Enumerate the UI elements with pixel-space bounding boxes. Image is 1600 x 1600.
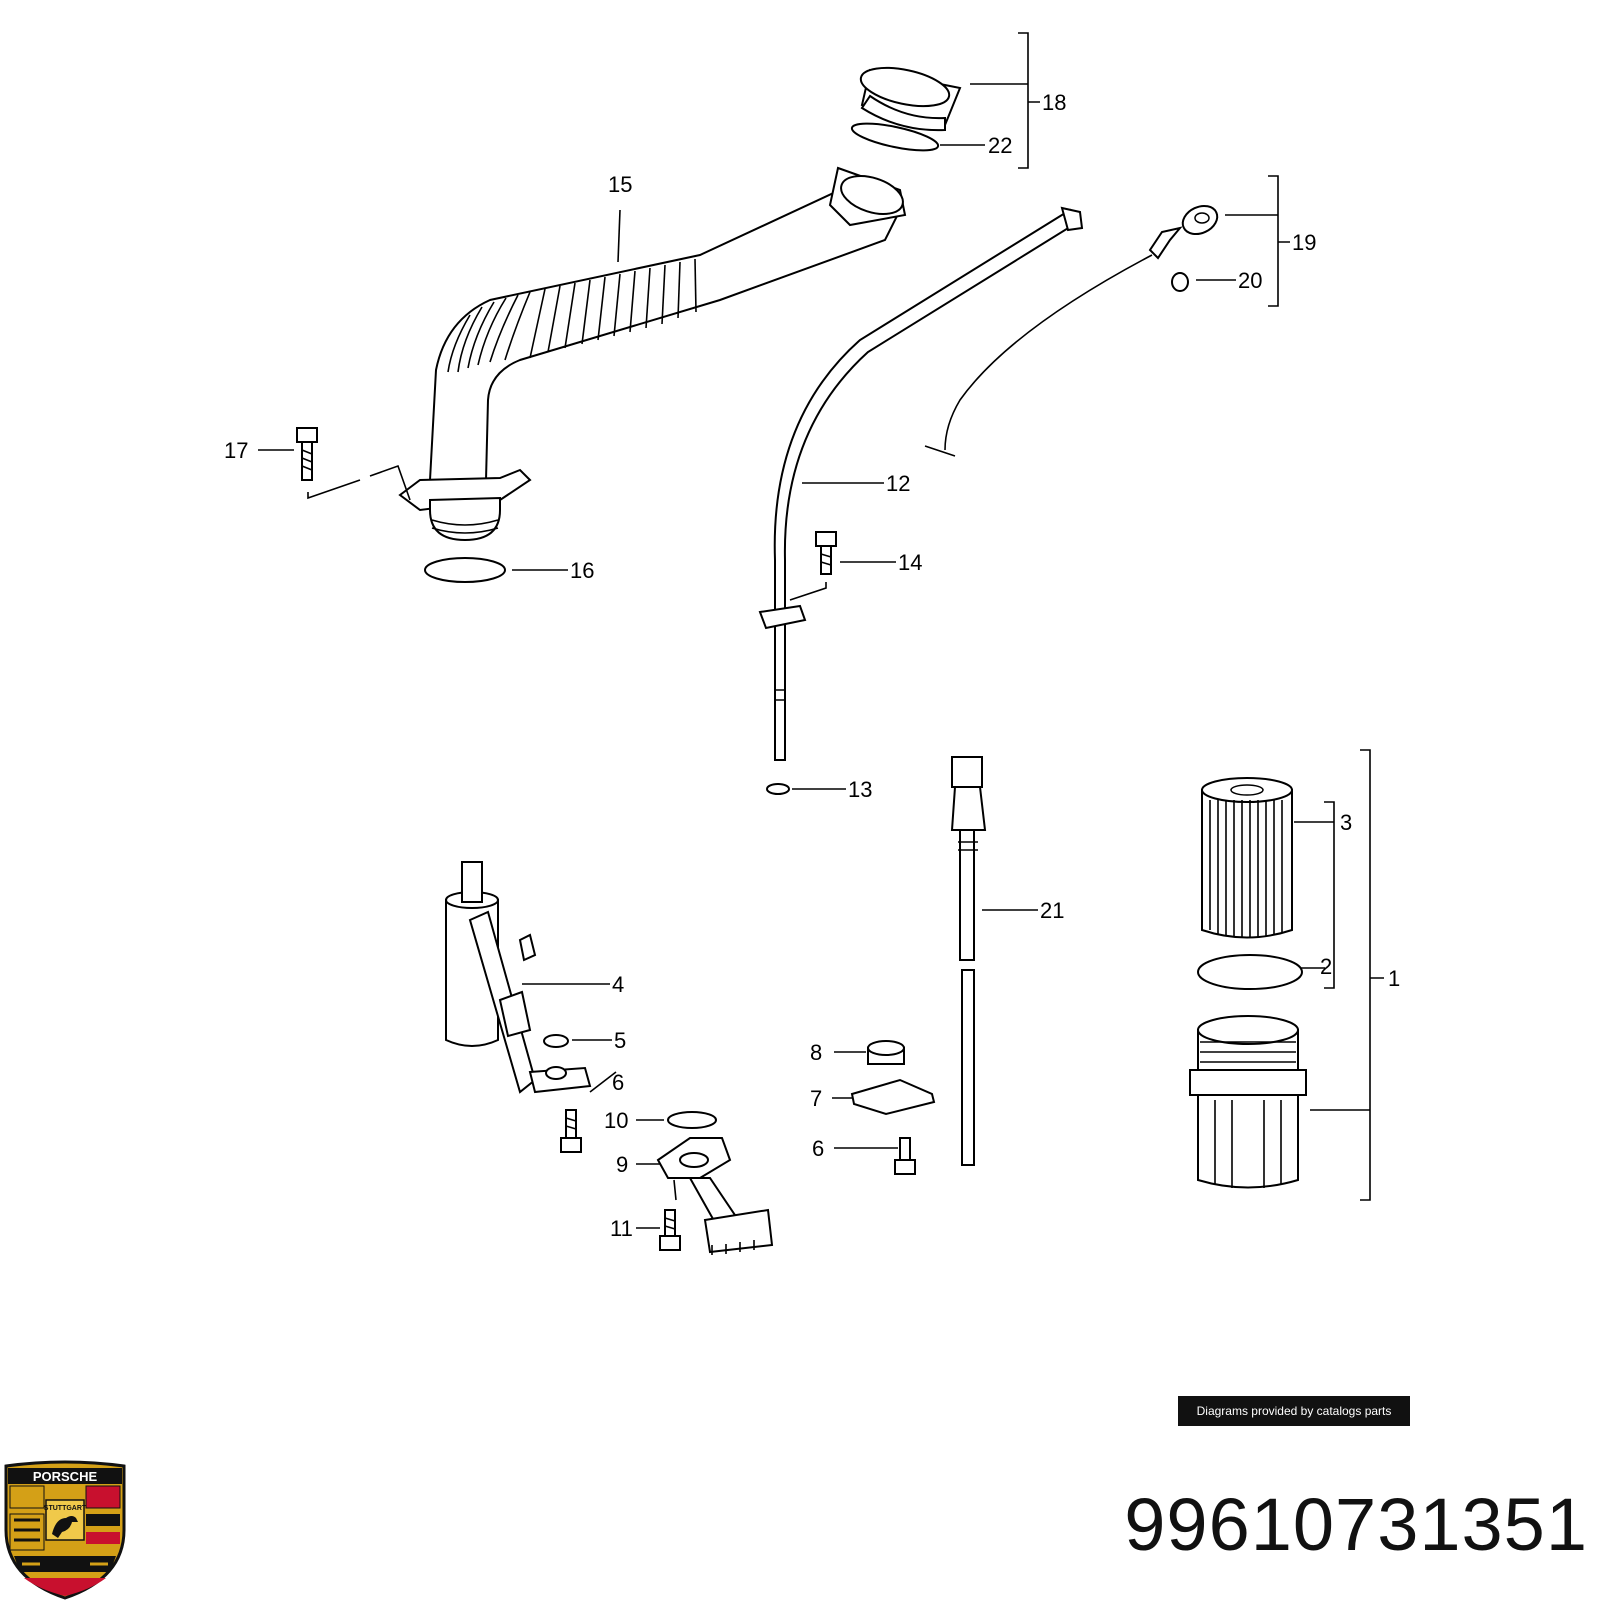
bolt-14 (815, 531, 837, 575)
washer-5 (543, 1034, 569, 1048)
filter-gasket (1197, 954, 1303, 990)
tube-seal (424, 557, 506, 583)
oil-pipe-assembly (445, 861, 592, 1094)
callout-8: 8 (810, 1040, 822, 1065)
callout-12: 12 (886, 471, 910, 496)
callout-15: 15 (608, 172, 632, 197)
filler-cap (859, 66, 962, 132)
callout-7: 7 (810, 1086, 822, 1111)
callout-6b: 6 (812, 1136, 824, 1161)
part-number: 99610731351 (1124, 1483, 1588, 1566)
callout-21: 21 (1040, 898, 1064, 923)
callout-6a: 6 (612, 1070, 624, 1095)
filler-tube (398, 166, 907, 542)
dipstick-o-ring (1171, 272, 1189, 292)
callout-17: 17 (224, 438, 248, 463)
dipstick (924, 204, 1219, 457)
callout-22: 22 (988, 133, 1012, 158)
callout-2: 2 (1320, 954, 1332, 979)
callout-18: 18 (1042, 90, 1066, 115)
callout-19: 19 (1292, 230, 1316, 255)
callout-14: 14 (898, 550, 922, 575)
svg-text:PORSCHE: PORSCHE (33, 1469, 98, 1484)
callout-4: 4 (612, 972, 624, 997)
guide-tube (758, 206, 1084, 761)
filter-element (1201, 777, 1293, 939)
bracket-7 (850, 1078, 936, 1116)
filter-housing (1189, 1015, 1307, 1189)
callout-1: 1 (1388, 966, 1400, 991)
callout-3: 3 (1340, 810, 1352, 835)
o-ring-10 (667, 1111, 717, 1129)
porsche-crest-logo: PORSCHE STUTTGART (4, 1460, 126, 1600)
callout-13: 13 (848, 777, 872, 802)
suction-pipe (656, 1137, 774, 1255)
credit-badge: Diagrams provided by catalogs parts (1178, 1396, 1410, 1426)
cap-seal (850, 122, 940, 152)
washer-13 (766, 783, 790, 795)
callout-11: 11 (610, 1216, 633, 1241)
callout-20: 20 (1238, 268, 1262, 293)
bolt-17 (296, 427, 318, 481)
callout-10: 10 (604, 1108, 628, 1133)
callout-16: 16 (570, 558, 594, 583)
level-sensor (950, 756, 987, 1166)
grommet-8 (867, 1040, 905, 1065)
bolt-6a (560, 1109, 582, 1153)
callout-9: 9 (616, 1152, 628, 1177)
callout-5: 5 (614, 1028, 626, 1053)
svg-text:STUTTGART: STUTTGART (44, 1505, 87, 1512)
bolt-6b (894, 1137, 916, 1175)
bolt-11 (659, 1209, 681, 1251)
